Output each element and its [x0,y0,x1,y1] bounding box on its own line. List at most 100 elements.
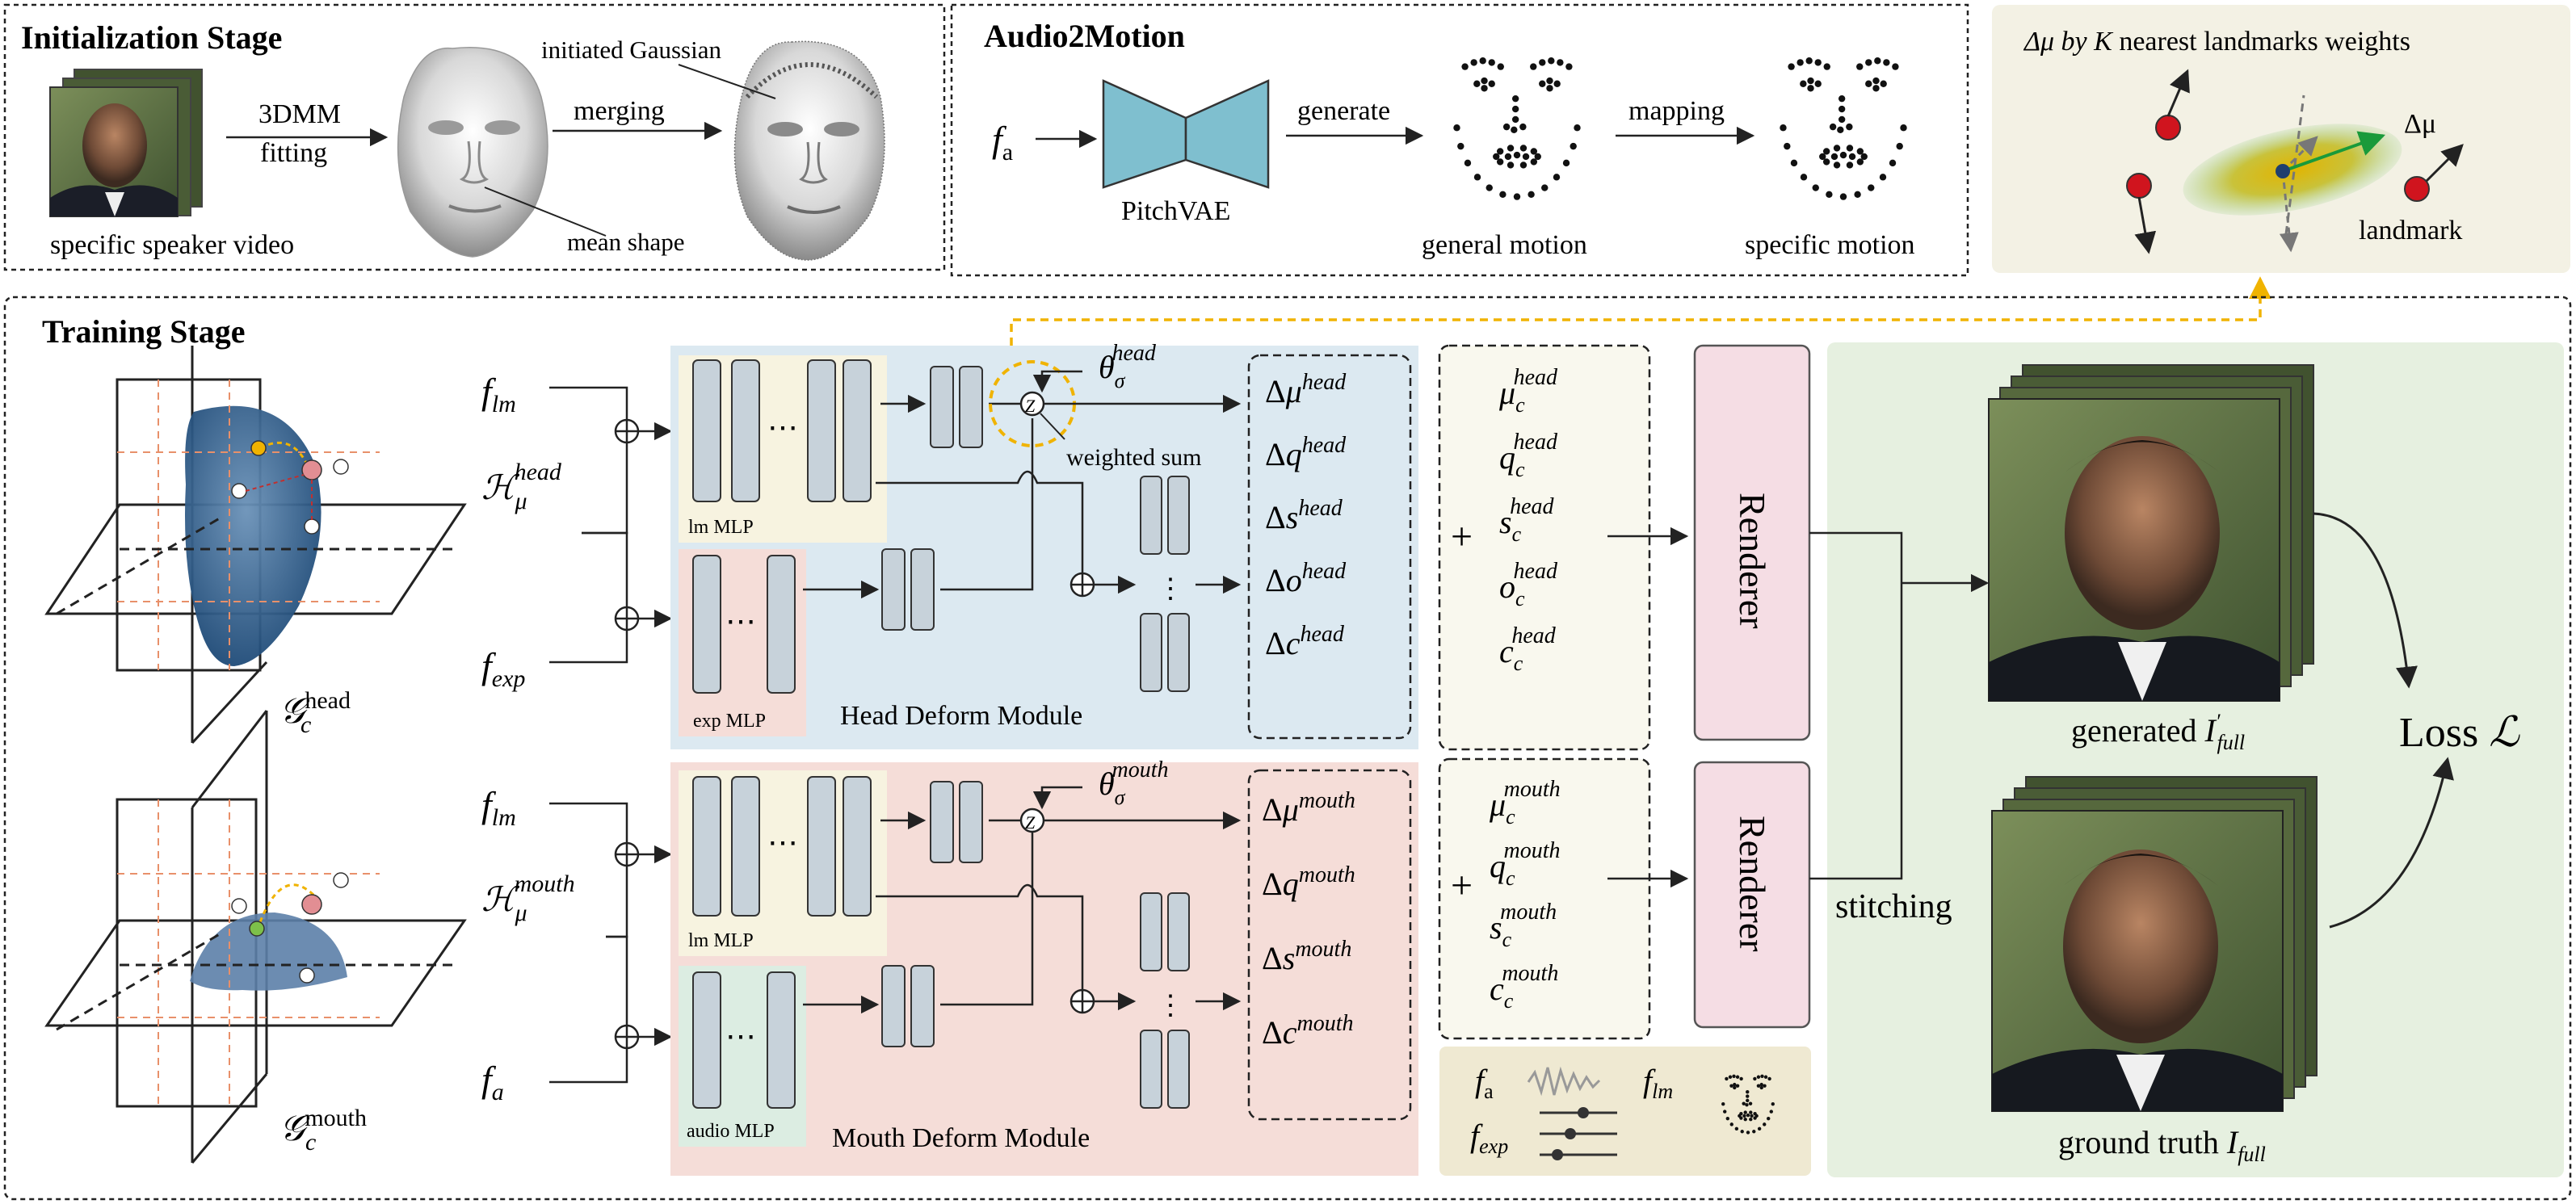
landmark-dot [1488,80,1495,87]
landmark-dot [1742,1114,1746,1118]
landmark-dot [1513,151,1521,159]
landmark-dot [1740,1130,1744,1134]
landmark-dot [1759,1085,1763,1090]
weighted-dir-up [2281,136,2318,173]
landmark-dot [1767,1116,1771,1121]
landmark-dot [1481,77,1488,85]
mouth-gaussian-3d [44,710,467,1164]
knn-title: Δμ by K nearest landmarks weights [2023,27,2410,57]
general-motion-label: general motion [1422,230,1587,260]
landmark-dot [1511,126,1518,133]
head-delta-s: Δshead [1265,496,1343,535]
landmark-dot [1839,193,1847,200]
landmark-dot [1833,162,1841,169]
landmark-dot [1507,145,1515,152]
head-deltas-box [1247,354,1412,740]
landmark-dot [1868,184,1875,191]
landmark-dot [1746,1098,1750,1103]
stitching-connector [1809,531,1903,880]
landmark-dot [1750,1114,1754,1118]
mouth-delta-c: Δcmouth [1262,1011,1354,1051]
landmark-dot [1457,142,1464,150]
landmark-dot [1461,63,1469,70]
landmark-dot [1562,159,1570,167]
landmark-dot [1479,57,1486,65]
landmark-dot [1511,105,1519,113]
head-module-label: Head Deform Module [840,701,1082,731]
landmark-dot [1892,63,1899,70]
landmark-dot [1826,191,1833,199]
legend-sliders [1540,1107,1617,1160]
landmark-dot [1746,1131,1750,1135]
landmark-dot [1784,142,1791,150]
landmark-dot [1746,1094,1750,1098]
landmark-dot [1800,174,1808,181]
landmark-dot [1530,63,1537,70]
landmark-dot [1735,1084,1740,1088]
landmark-dot [1496,148,1504,155]
landmark-dot [1763,1084,1767,1088]
mouth-deltas-box [1247,769,1412,1121]
landmark-dot [1833,145,1841,152]
gt-to-loss-arrow [2329,757,2454,929]
landmark-dot [1757,1126,1762,1131]
head-z-glyph: Z [1025,396,1036,416]
head-concat-ops [614,418,640,631]
landmark-dot [1530,158,1538,166]
landmark-dot [1530,148,1538,155]
head-exp-ellipsis: ⋯ [725,605,756,639]
landmark-dot [1838,94,1846,103]
head-params-box [1438,344,1651,751]
landmark-dot [1504,153,1512,161]
mouth-lm-mlp-label: lm MLP [688,930,754,951]
knn-highlight-connector [1010,276,2271,359]
landmark-dot [1470,59,1477,66]
pitchvae-label: PitchVAE [1121,196,1230,226]
landmark-dot [1748,1101,1753,1105]
landmark-dot [1846,162,1854,169]
landmark-dot [1507,162,1515,169]
landmark-dot [1539,80,1546,87]
landmark-dot [1528,191,1535,199]
mouth-input-fa: fa [481,1059,504,1105]
head-lm-mlp-label: lm MLP [688,517,754,538]
landmark-dot [1546,77,1553,85]
landmark-dot [1502,123,1511,131]
landmark-dot [1860,153,1868,161]
mouth-renderer [1693,761,1811,1029]
landmark-dot [1519,123,1527,131]
landmark-dot [1464,159,1472,167]
landmark-dot [1473,80,1481,87]
landmark-dot [1822,148,1830,155]
landmark-dot [1865,59,1872,66]
head-delta-μ: Δμhead [1265,370,1347,409]
landmark-dot [1763,1122,1767,1126]
mouth-z-glyph: Z [1025,812,1036,833]
landmark-dot [1511,94,1519,103]
landmark-dot [1522,153,1530,161]
landmark-dot [1742,1101,1746,1105]
video-caption: specific speaker video [50,230,294,260]
landmark-dot [1745,1103,1749,1107]
general-motion-landmarks [1453,57,1581,200]
initiated-gaussian-face [733,40,885,261]
landmark-dot [1790,159,1798,167]
landmark-dot [1856,63,1864,70]
landmark-dot [1473,174,1481,181]
audio-feature-label: fa [992,119,1013,166]
mouth-delta-s: Δsmouth [1262,937,1351,976]
mouth-input-hmu: ℋμmouth [481,870,575,926]
landmark-dot [1814,80,1822,87]
landmark-dot [1723,1110,1727,1114]
landmark-dot [1565,63,1573,70]
landmark-dot [1896,142,1903,150]
audio2motion-title: Audio2Motion [984,18,1185,54]
fitting-label-2: fitting [260,138,327,168]
landmark-label: landmark [2359,216,2462,245]
landmark-dot [1539,59,1546,66]
mouth-deform-module: lm MLP audio MLP ⋯ ⋯ Z θσmouth [670,757,1418,1176]
